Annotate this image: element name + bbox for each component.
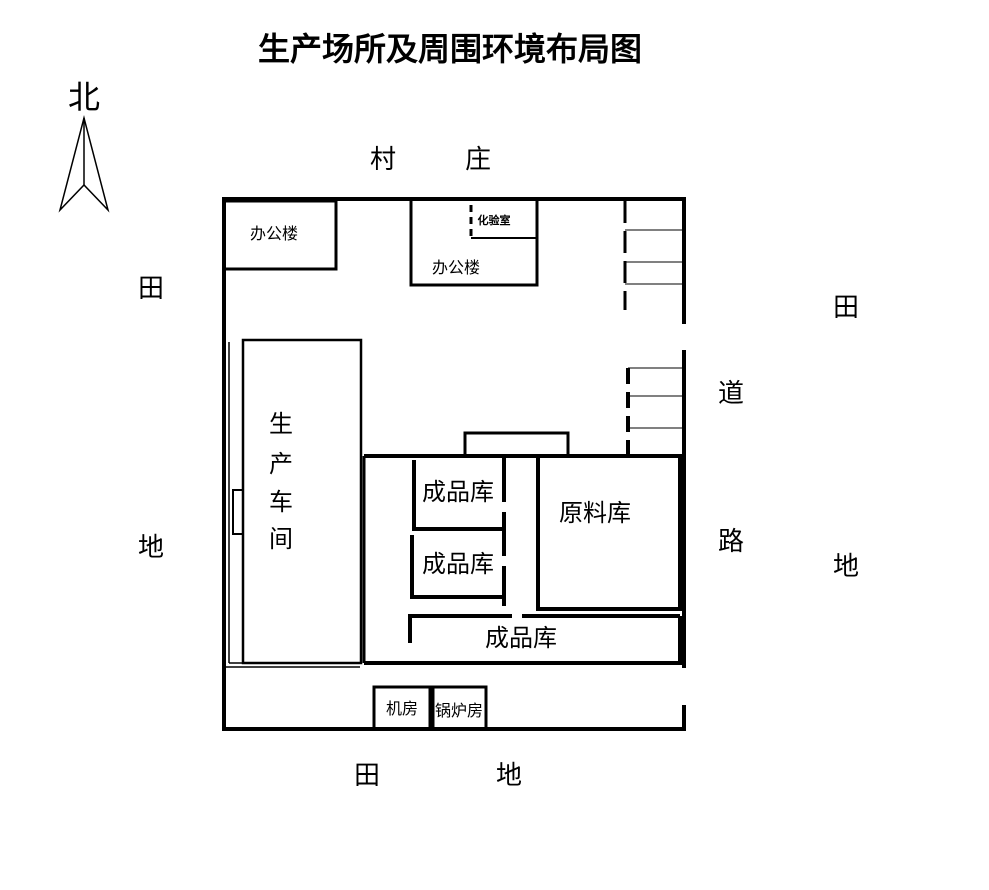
storage-complex [362, 431, 684, 665]
east-field-char-1: 田 [833, 293, 859, 323]
boiler-room [431, 685, 488, 731]
boiler-room-label: 锅炉房 [435, 701, 483, 720]
office-north-label: 办公楼 [432, 258, 480, 277]
finished-store-1-label: 成品库 [422, 478, 494, 506]
workshop-char-4: 间 [269, 525, 293, 553]
finished-store-1 [412, 460, 504, 531]
road-char-1: 道 [718, 379, 744, 409]
east-field-char-2: 地 [833, 552, 859, 582]
north-village-char-1: 村 [370, 145, 396, 175]
machine-room [372, 685, 432, 731]
south-field-char-2: 地 [496, 761, 522, 791]
workshop-char-3: 车 [269, 488, 293, 516]
south-field-char-1: 田 [354, 761, 380, 791]
office-west-building [222, 199, 338, 271]
workshop-char-1: 生 [269, 410, 293, 438]
lab-label: 化验室 [478, 213, 511, 227]
west-field-char-1: 田 [138, 274, 164, 304]
office-north-building [409, 201, 539, 287]
parking-stalls-north [623, 201, 684, 310]
finished-store-3 [408, 614, 682, 663]
production-workshop [228, 338, 363, 665]
north-label: 北 [68, 78, 100, 116]
west-field-char-2: 地 [138, 533, 164, 563]
compass: 北 [58, 78, 110, 213]
workshop-char-2: 产 [269, 450, 293, 478]
finished-store-2-label: 成品库 [422, 550, 494, 578]
machine-room-label: 机房 [386, 699, 418, 718]
raw-material-store-label: 原料库 [559, 499, 631, 527]
parking-stalls-south [626, 367, 684, 455]
raw-material-store [538, 456, 682, 611]
north-village-char-2: 庄 [465, 145, 491, 175]
page-title: 生产场所及周围环境布局图 [258, 30, 642, 68]
finished-store-3-label: 成品库 [485, 624, 557, 652]
road-char-2: 路 [718, 527, 744, 557]
office-west-label: 办公楼 [250, 224, 298, 243]
finished-store-2 [410, 535, 504, 599]
